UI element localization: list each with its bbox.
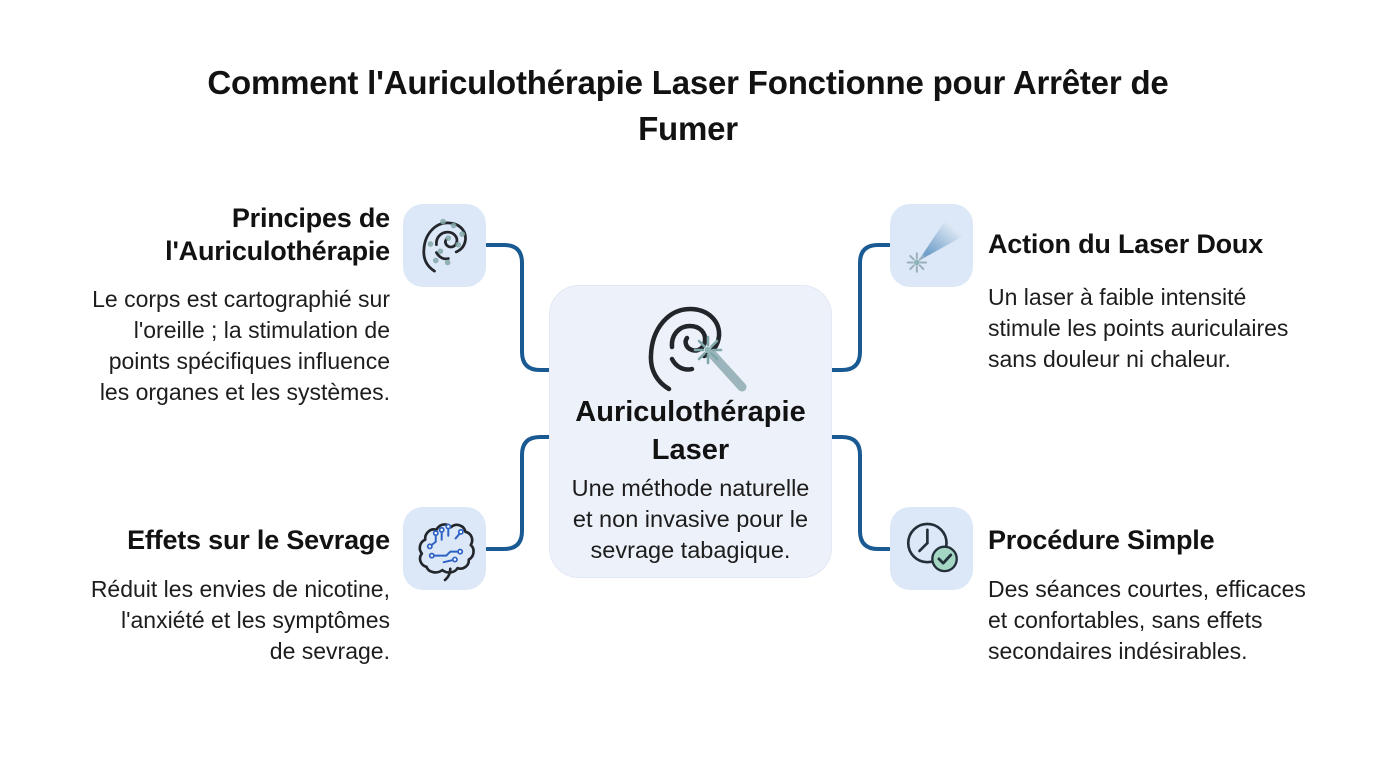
page-title-line-1: Comment l'Auriculothérapie Laser Fonctio… xyxy=(207,64,1169,101)
center-title-line-2: Laser xyxy=(651,434,730,466)
brain-circuit-icon xyxy=(417,522,475,581)
page-title-line-2: Fumer xyxy=(638,110,738,147)
clock-check-icon-chip xyxy=(890,507,973,590)
center-title-line-1: Auriculothérapie xyxy=(575,396,806,428)
center-card: Auriculothérapie Laser Une méthode natur… xyxy=(549,285,832,578)
center-description: Une méthode naturelle et non invasive po… xyxy=(571,475,810,563)
ear-laser-icon xyxy=(648,306,746,392)
laser-beam-icon xyxy=(906,219,963,273)
connector-top-right xyxy=(828,243,891,372)
laser-beam-icon-chip xyxy=(890,204,973,287)
node-heading-effets-sevrage: Effets sur le Sevrage xyxy=(127,525,390,555)
node-body-procedure: Des séances courtes, efficaces et confor… xyxy=(988,576,1306,664)
node-body-action-laser: Un laser à faible intensité stimule les … xyxy=(988,284,1289,372)
node-body-effets-sevrage: Réduit les envies de nicotine, l'anxiété… xyxy=(90,576,390,664)
connector-top-left xyxy=(485,243,553,372)
node-heading-principes: Principes de l'Auriculothérapie xyxy=(165,203,390,266)
page-title: Comment l'Auriculothérapie Laser Fonctio… xyxy=(0,60,1376,152)
ear-points-icon xyxy=(421,218,467,272)
connector-bottom-left xyxy=(485,435,553,551)
center-title: Auriculothérapie Laser xyxy=(550,393,831,469)
clock-check-icon xyxy=(906,522,958,572)
ear-points-icon-chip xyxy=(403,204,486,287)
brain-circuit-icon-chip xyxy=(403,507,486,590)
node-heading-action-laser: Action du Laser Doux xyxy=(988,229,1264,259)
connector-bottom-right xyxy=(828,435,891,551)
node-body-principes: Le corps est cartographié sur l'oreille … xyxy=(92,286,390,405)
node-heading-procedure: Procédure Simple xyxy=(988,525,1215,555)
